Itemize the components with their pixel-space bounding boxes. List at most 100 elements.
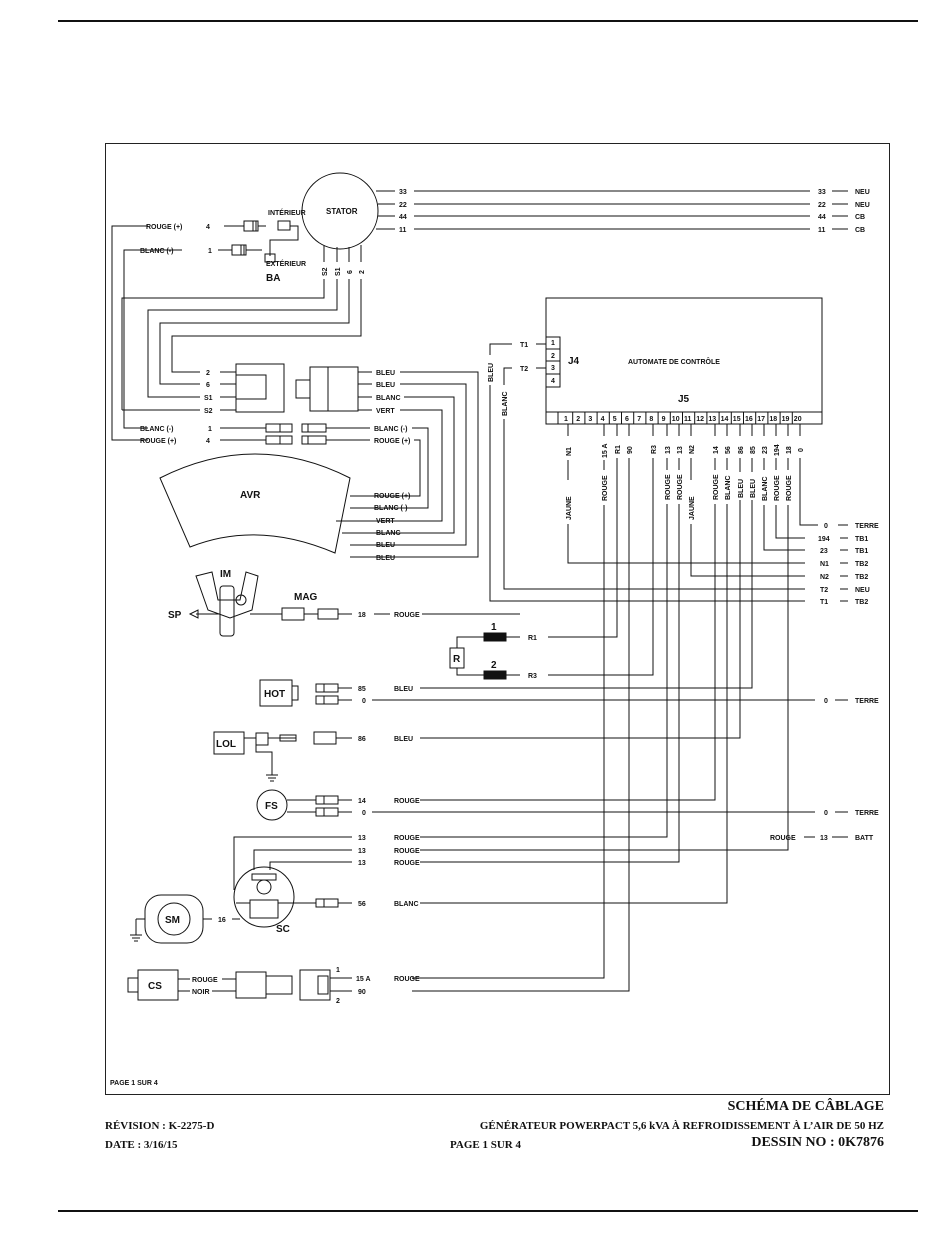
tb-num-194: 194 [818, 536, 830, 543]
j5-wire-n1: N1 [566, 447, 573, 456]
j4-wire-t2: T2 [520, 366, 528, 373]
page-number: PAGE 1 SUR 4 [450, 1139, 521, 1151]
resistor-1-label: 1 [491, 622, 497, 633]
sp-label: SP [168, 610, 182, 621]
j5-pin-7: 7 [637, 416, 641, 423]
stator-wire-33: 33 [399, 189, 407, 196]
stator-wire-11: 11 [399, 227, 407, 234]
drawing-title: SCHÉMA DE CÂBLAGE [727, 1099, 884, 1114]
resistor-wire-r3: R3 [528, 673, 537, 680]
tb-num-t1: T1 [820, 599, 828, 606]
j5-wire-n2: N2 [689, 445, 696, 454]
sc-label: SC [276, 924, 290, 935]
fs-label: FS [265, 801, 278, 812]
j5-pin-12: 12 [696, 416, 704, 423]
j5-color-jaune-2: JAUNE [689, 496, 696, 520]
ba-wire-num-4: 4 [206, 224, 210, 231]
j5-wire-23: 23 [762, 446, 769, 454]
cs-label: CS [148, 981, 162, 992]
avr-wire-rouge: ROUGE (+) [374, 493, 410, 500]
j5-label: J5 [678, 394, 690, 405]
j4-pin-2: 2 [551, 353, 555, 360]
fs-wire-14: 14 [358, 798, 366, 805]
j5-color-jaune-1: JAUNE [566, 496, 573, 520]
j5-wire-194: 194 [774, 444, 781, 456]
j5-pin-16: 16 [745, 416, 753, 423]
stator-s1: S1 [335, 267, 342, 276]
cb-label-2: CB [855, 227, 865, 234]
fs-ground-label: TERRE [855, 810, 879, 817]
hot-wire-85: 85 [358, 686, 366, 693]
sc-wire-2-num: 13 [358, 848, 366, 855]
stator-conn-6: 6 [206, 382, 210, 389]
interieur-label: INTÉRIEUR [268, 208, 306, 217]
tb-num-n1: N1 [820, 561, 829, 568]
tb-label-neu: NEU [855, 587, 870, 594]
hot-label: HOT [264, 689, 285, 700]
avr-label: AVR [240, 490, 261, 501]
stator-conn-bleu-2: BLEU [376, 382, 395, 389]
stator-conn-s2: S2 [204, 408, 213, 415]
stator-conn-blanc: BLANC [376, 395, 401, 402]
stator-wire-22: 22 [399, 202, 407, 209]
j5-pin-5: 5 [613, 416, 617, 423]
j5-wire-86: 86 [738, 446, 745, 454]
j5-color-blanc-2: BLANC [762, 477, 769, 502]
j5-pin-17: 17 [757, 416, 765, 423]
batt-color: ROUGE [770, 835, 796, 842]
cs-wire-15a-color: ROUGE [394, 976, 420, 983]
stator-s2: S2 [322, 267, 329, 276]
neu-label-1: NEU [855, 189, 870, 196]
tb-label-tb2b: TB2 [855, 574, 868, 581]
tb-label-terre: TERRE [855, 523, 879, 530]
j5-pin-9: 9 [662, 416, 666, 423]
tb-num-t2: T2 [820, 587, 828, 594]
resistor-2-label: 2 [491, 660, 497, 671]
j4-color-bleu: BLEU [488, 363, 495, 382]
hot-wire-0: 0 [362, 698, 366, 705]
j5-color-rouge-6: ROUGE [786, 475, 793, 501]
avr-shape [159, 453, 351, 554]
date: DATE : 3/16/15 [105, 1139, 178, 1151]
stator-connector-mate [309, 366, 359, 412]
j5-wire-85: 85 [750, 446, 757, 454]
frame-page-label: PAGE 1 SUR 4 [110, 1080, 158, 1087]
ignition-module-body [219, 585, 235, 637]
ba-conn-right-rouge: ROUGE (+) [374, 438, 410, 445]
j4-wire-t1: T1 [520, 342, 528, 349]
j5-wire-14: 14 [713, 446, 720, 454]
fs-ground-num: 0 [824, 810, 828, 817]
tb-num-n2: N2 [820, 574, 829, 581]
avr-wire-blanc: BLANC [376, 530, 401, 537]
j5-wire-90: 90 [627, 446, 634, 454]
tb-num-23: 23 [820, 548, 828, 555]
revision: RÉVISION : K-2275-D [105, 1120, 215, 1132]
batt-num: 13 [820, 835, 828, 842]
cs-color-noir: NOIR [192, 989, 210, 996]
ba-conn-num-4: 4 [206, 438, 210, 445]
j5-pin-11: 11 [684, 416, 692, 423]
drawing-number: DESSIN NO : 0K7876 [751, 1135, 884, 1150]
j5-pin-2: 2 [576, 416, 580, 423]
j5-pin-13: 13 [708, 416, 716, 423]
batt-label: BATT [855, 835, 874, 842]
stator-conn-vert: VERT [376, 408, 395, 415]
hot-ground-label: TERRE [855, 698, 879, 705]
stator-connector [235, 363, 285, 413]
sc-wire-3-num: 13 [358, 860, 366, 867]
lol-wire-color: BLEU [394, 736, 413, 743]
sc-wire-1-num: 13 [358, 835, 366, 842]
cs-wire-15a: 15 A [356, 976, 371, 983]
cb-num-11: 11 [818, 227, 826, 234]
cs-color-rouge: ROUGE [192, 977, 218, 984]
resistor-wire-r1: R1 [528, 635, 537, 642]
stator-2: 2 [359, 270, 366, 274]
lol-wire-num: 86 [358, 736, 366, 743]
j4-pin-3: 3 [551, 365, 555, 372]
stator-label: STATOR [326, 207, 358, 216]
avr-wire-bleu-1: BLEU [376, 542, 395, 549]
top-rule [58, 20, 918, 22]
generator-subtitle: GÉNÉRATEUR POWERPACT 5,6 kVA À REFROIDIS… [479, 1120, 884, 1132]
